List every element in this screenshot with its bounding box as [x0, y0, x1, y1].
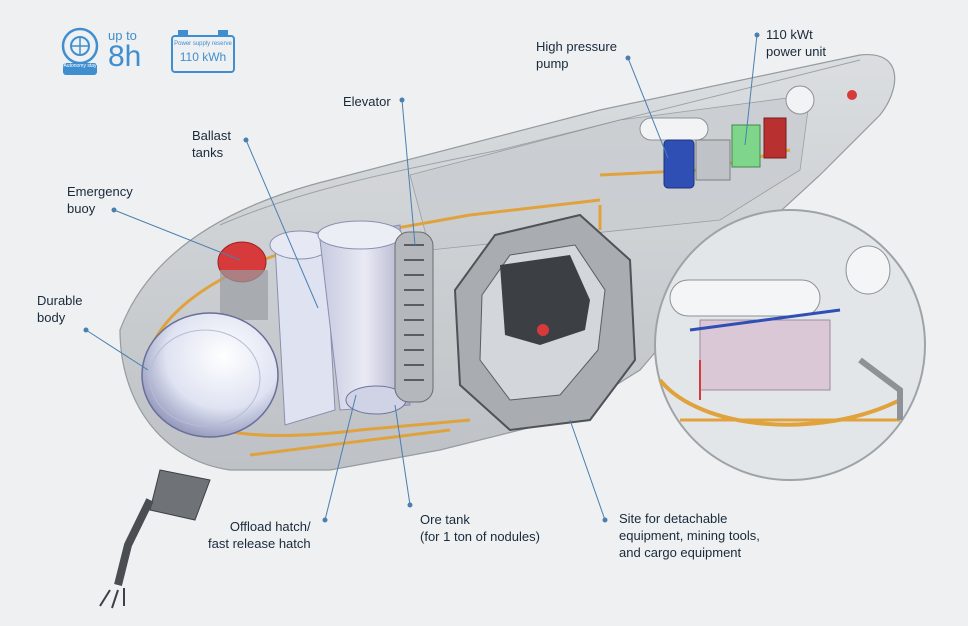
label-elevator: Elevator — [343, 94, 391, 109]
power-caption: Power supply reserve — [174, 41, 232, 47]
high-pressure-pump — [663, 139, 695, 189]
leader-dots — [83, 32, 760, 523]
detail-content — [658, 245, 903, 427]
autonomy-prefix: up to — [108, 28, 137, 43]
autonomy-value: 8h — [108, 40, 142, 73]
power-badge: Power supply reserve 110 kWh — [170, 28, 236, 76]
power-unit-red — [763, 117, 787, 159]
buoy-housing — [220, 270, 268, 320]
gas-cylinder — [639, 117, 709, 141]
site-red-marker — [537, 324, 549, 336]
diving-helmet-icon — [61, 27, 99, 75]
label-offload-hatch: Offload hatch/fast release hatch — [208, 519, 311, 551]
autonomy-badge: Autonomy stay up to 8h — [58, 26, 158, 82]
autonomy-caption: Autonomy stay — [63, 63, 97, 69]
power-value: 110 kWh — [179, 50, 227, 64]
elevator-chain — [394, 231, 434, 403]
label-ore-tank: Ore tank(for 1 ton of nodules) — [420, 512, 540, 544]
manipulator-arm — [99, 469, 211, 609]
hull-top-ridge — [219, 59, 861, 226]
leader-lines — [85, 34, 758, 521]
pressure-sphere — [141, 312, 279, 438]
battery-icon — [171, 30, 235, 73]
